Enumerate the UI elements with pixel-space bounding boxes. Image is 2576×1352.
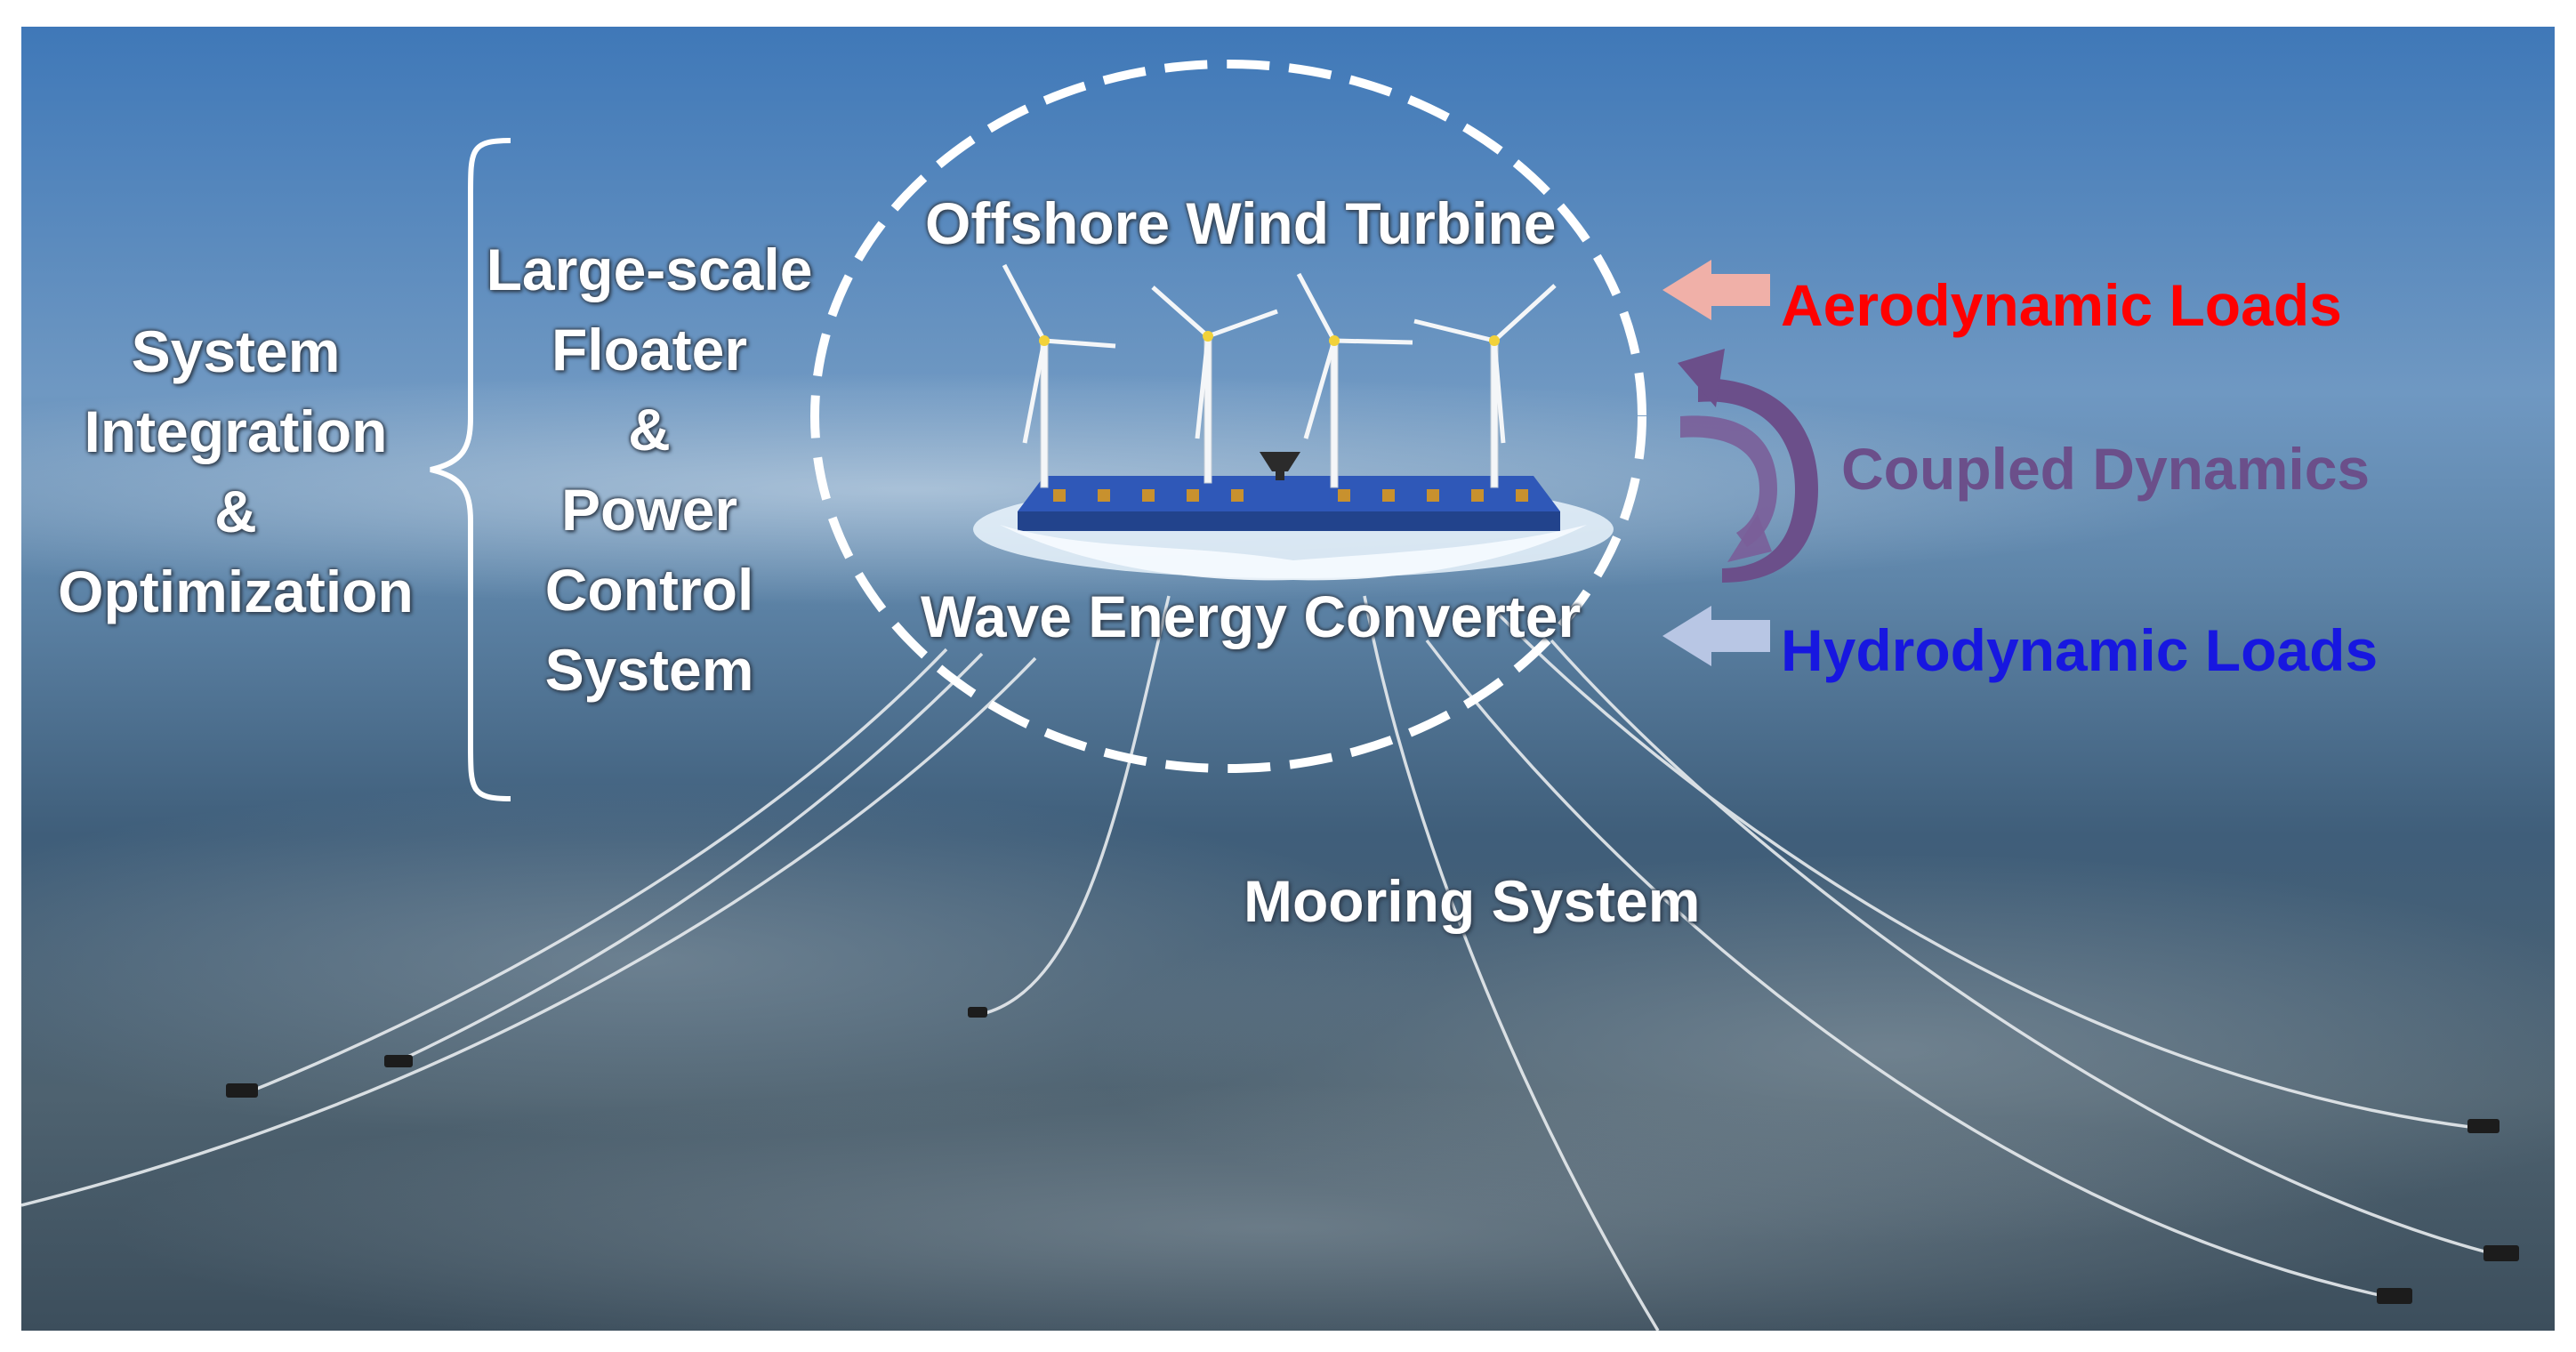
platform-deck: [1018, 476, 1560, 511]
sea-mist-left: [21, 783, 1445, 1139]
mooring-line: [981, 595, 1171, 1016]
wave-energy-converter-label: Wave Energy Converter: [921, 583, 1582, 649]
anchor: [968, 1007, 987, 1018]
anchor: [384, 1055, 413, 1067]
mooring-line: [1496, 612, 2477, 1130]
anchor: [226, 1083, 258, 1098]
foam: [1000, 525, 1587, 581]
mooring-line: [1550, 639, 2495, 1256]
hydrodynamic-load-arrow: [1662, 606, 1770, 666]
mooring-line: [21, 656, 1037, 1207]
wind-turbine: [1002, 263, 1116, 488]
hydrodynamic-loads-label: Hydrodynamic Loads: [1781, 617, 2379, 683]
anchors: [226, 1007, 2519, 1304]
system-boundary-dashed-circle: [810, 60, 1646, 773]
wind-turbine: [1413, 284, 1557, 488]
aerodynamic-loads-label: Aerodynamic Loads: [1781, 272, 2342, 338]
central-tower: [1260, 452, 1300, 471]
aerodynamic-load-arrow: [1662, 260, 1770, 320]
sea-mist-bottom: [110, 1085, 2423, 1331]
coupled-dynamics-arrows: [1678, 349, 1818, 583]
floating-platform: [973, 452, 1614, 581]
platform-hull: [1018, 511, 1560, 531]
mooring-line: [243, 648, 948, 1096]
mooring-lines: [21, 595, 2495, 1331]
coupled-dynamics-label: Coupled Dynamics: [1841, 436, 2371, 502]
floater-power-control-label: Large-scale Floater & Power Control Syst…: [486, 237, 813, 703]
mooring-line: [394, 652, 984, 1065]
wave-energy-modules: [1053, 489, 1528, 502]
system-integration-label: System Integration & Optimization: [58, 318, 414, 624]
mooring-line: [1363, 595, 1660, 1331]
offshore-wind-turbine-label: Offshore Wind Turbine: [925, 190, 1557, 256]
mooring-system-label: Mooring System: [1244, 868, 1701, 934]
anchor: [2467, 1119, 2500, 1133]
wind-turbine: [1296, 272, 1413, 488]
ocean-scene: [21, 27, 2555, 1331]
mooring-line: [1425, 639, 2388, 1299]
curly-brace: [430, 138, 511, 801]
wind-turbine: [1151, 286, 1278, 484]
anchor: [2483, 1245, 2519, 1261]
anchor: [2377, 1288, 2412, 1304]
